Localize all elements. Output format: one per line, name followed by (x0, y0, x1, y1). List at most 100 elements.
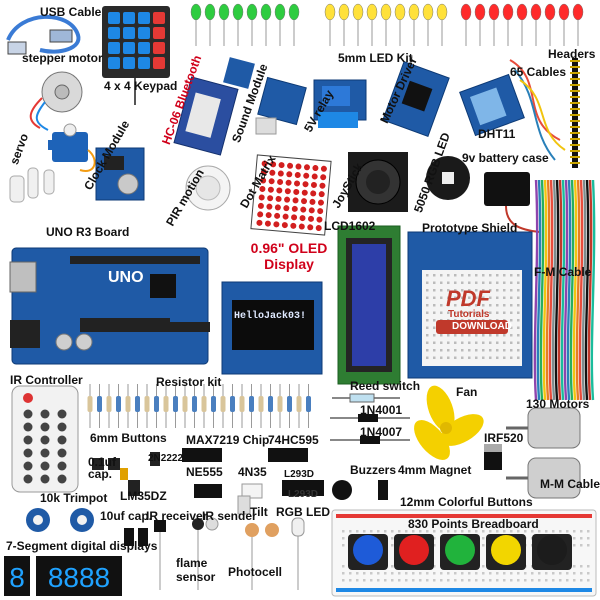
uno-board-image (9, 247, 210, 365)
shield-hole (447, 296, 450, 299)
sensors-image (124, 495, 305, 590)
breadboard-hole (384, 572, 387, 575)
matrix-dot (269, 169, 276, 176)
breadboard-hole (468, 572, 471, 575)
header-pin (570, 144, 580, 146)
reed-switch-label: Reed switch (350, 379, 421, 393)
keypad-key (153, 12, 165, 24)
breadboard-hole (482, 572, 485, 575)
shield-hole (461, 296, 464, 299)
shield-hole (440, 356, 443, 359)
breadboard-hole (384, 530, 387, 533)
header-pin (570, 132, 580, 134)
servo-image (9, 123, 96, 203)
breadboard-hole (489, 530, 492, 533)
oled-label: 0.96" OLED Display (250, 240, 328, 272)
shield-hole (433, 274, 436, 277)
shield-hole (454, 289, 457, 292)
watermark-brand: PDF (446, 286, 490, 311)
header-pin (570, 78, 580, 80)
breadboard-hole (342, 537, 345, 540)
tilt-label: Tilt (250, 505, 268, 519)
remote-button (40, 409, 50, 419)
shield-hole (433, 281, 436, 284)
clock-module-image (95, 147, 145, 201)
breadboard-hole (566, 572, 569, 575)
motor-driver-image (382, 61, 450, 137)
breadboard-hole (552, 530, 555, 533)
shield-hole (475, 289, 478, 292)
breadboard-hole (573, 530, 576, 533)
ne555-label: NE555 (186, 465, 223, 479)
shield-hole (517, 341, 520, 344)
header-pin (570, 84, 580, 86)
shield-hole (489, 274, 492, 277)
shield-hole (447, 274, 450, 277)
keypad-key (153, 57, 165, 69)
matrix-dot (295, 163, 302, 170)
lm35dz-label: LM35DZ (120, 489, 167, 503)
breadboard-hole (580, 530, 583, 533)
shield-hole (517, 274, 520, 277)
shield-hole (461, 311, 464, 314)
shield-hole (461, 274, 464, 277)
remote-button (57, 474, 67, 484)
breadboard-hole (440, 572, 443, 575)
shield-hole (468, 296, 471, 299)
led (502, 3, 514, 21)
shield-hole (517, 281, 520, 284)
shield-hole (433, 311, 436, 314)
breadboard-hole (503, 579, 506, 582)
shield-hole (510, 281, 513, 284)
led (204, 3, 216, 21)
breadboard-hole (587, 537, 590, 540)
matrix-dot (293, 188, 300, 195)
ribbon-wire (539, 179, 545, 401)
l293d-label: L293D (284, 469, 315, 480)
shield-hole (468, 334, 471, 337)
shield-hole (433, 326, 436, 329)
ic-74hc595-label: 74HC595 (268, 433, 319, 447)
breadboard-hole (391, 537, 394, 540)
breadboard-hole (398, 579, 401, 582)
shield-hole (461, 341, 464, 344)
ribbon-wire (548, 179, 554, 401)
oled-screen-text: HelloJack03! (234, 311, 307, 322)
matrix-dot (300, 206, 307, 213)
remote-button (40, 461, 50, 471)
resistor-body (144, 396, 150, 412)
breadboard-hole (363, 579, 366, 582)
flame-sensor-label: flame sensor (176, 556, 216, 584)
breadboard-hole (349, 530, 352, 533)
breadboard-hole (475, 579, 478, 582)
keypad-key (123, 27, 135, 39)
breadboard-hole (405, 579, 408, 582)
ribbon-wire (578, 179, 584, 401)
breadboard-hole (412, 572, 415, 575)
shield-hole (426, 356, 429, 359)
breadboard-hole (573, 537, 576, 540)
breadboard-hole (433, 544, 436, 547)
shield-hole (496, 281, 499, 284)
matrix-dot (301, 198, 308, 205)
led (516, 3, 528, 21)
shield-hole (482, 296, 485, 299)
breadboard-hole (587, 544, 590, 547)
diode-4007-label: 1N4007 (360, 425, 403, 439)
shield-hole (426, 296, 429, 299)
header-pin (570, 150, 580, 152)
shield-hole (475, 274, 478, 277)
remote-button (40, 474, 50, 484)
colorful-button-cap (399, 535, 429, 565)
resistor-body (125, 396, 131, 412)
colorful-button-cap (491, 535, 521, 565)
breadboard-hole (342, 544, 345, 547)
matrix-dot (274, 212, 281, 219)
shield-hole (475, 311, 478, 314)
shield-hole (510, 349, 513, 352)
resistor-kit-image (87, 384, 311, 428)
matrix-dot (287, 162, 294, 169)
breadboard-hole (580, 565, 583, 568)
breadboard-image (331, 509, 597, 597)
